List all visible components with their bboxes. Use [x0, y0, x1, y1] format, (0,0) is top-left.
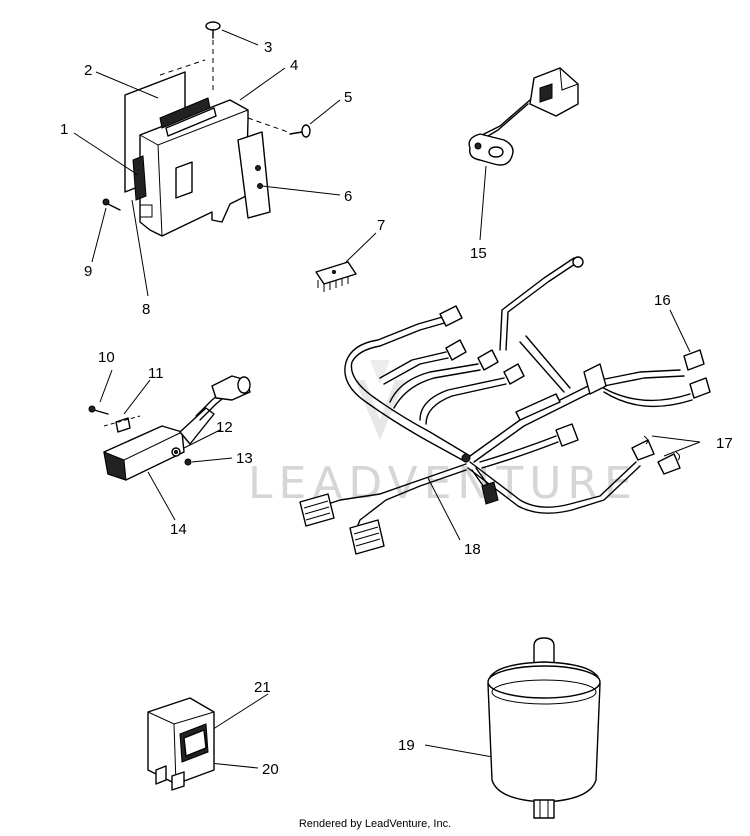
callout-8: 8 — [142, 301, 150, 318]
footer-credit: Rendered by LeadVenture, Inc. — [298, 818, 452, 830]
ecu-top-connector — [159, 97, 211, 129]
callout-17: 17 — [716, 435, 733, 452]
bracket-marks-17 — [643, 435, 681, 461]
relay-chip-7[interactable] — [315, 261, 357, 292]
callout-labels: 1 2 3 4 5 6 7 8 9 10 11 12 13 14 15 16 1… — [60, 39, 733, 778]
ecu-side-connector — [132, 155, 147, 201]
callout-1: 1 — [60, 121, 68, 138]
screw-3[interactable] — [205, 21, 221, 39]
screw-5[interactable] — [289, 124, 311, 138]
callout-11: 11 — [148, 365, 164, 382]
callout-2: 2 — [84, 62, 92, 79]
fuel-filter-19[interactable] — [487, 637, 601, 819]
callout-19: 19 — [398, 737, 415, 754]
callout-7: 7 — [377, 217, 385, 234]
ecu-bracket[interactable] — [237, 131, 271, 219]
ecu-assembly[interactable] — [102, 21, 311, 237]
watermark: LEADVENTURE — [248, 360, 632, 509]
callout-15: 15 — [470, 245, 487, 262]
leader-lines — [73, 29, 701, 769]
watermark-logo — [355, 360, 405, 440]
callout-14: 14 — [170, 521, 187, 538]
callout-6: 6 — [344, 188, 352, 205]
sensor-15[interactable] — [468, 67, 579, 166]
callout-18: 18 — [464, 541, 481, 558]
callout-12: 12 — [216, 419, 233, 436]
callout-3: 3 — [264, 39, 272, 56]
callout-13: 13 — [236, 450, 253, 467]
callout-4: 4 — [290, 57, 298, 74]
ecu-clip — [139, 204, 153, 218]
screw-9[interactable] — [102, 198, 121, 211]
callout-16: 16 — [654, 292, 671, 309]
wiring-harness-18[interactable] — [299, 256, 711, 555]
connector-assembly-14[interactable] — [88, 375, 251, 481]
callout-5: 5 — [344, 89, 352, 106]
callout-10: 10 — [98, 349, 115, 366]
callout-20: 20 — [262, 761, 279, 778]
relay-20[interactable] — [147, 697, 215, 791]
callout-9: 9 — [84, 263, 92, 280]
callout-21: 21 — [254, 679, 271, 696]
